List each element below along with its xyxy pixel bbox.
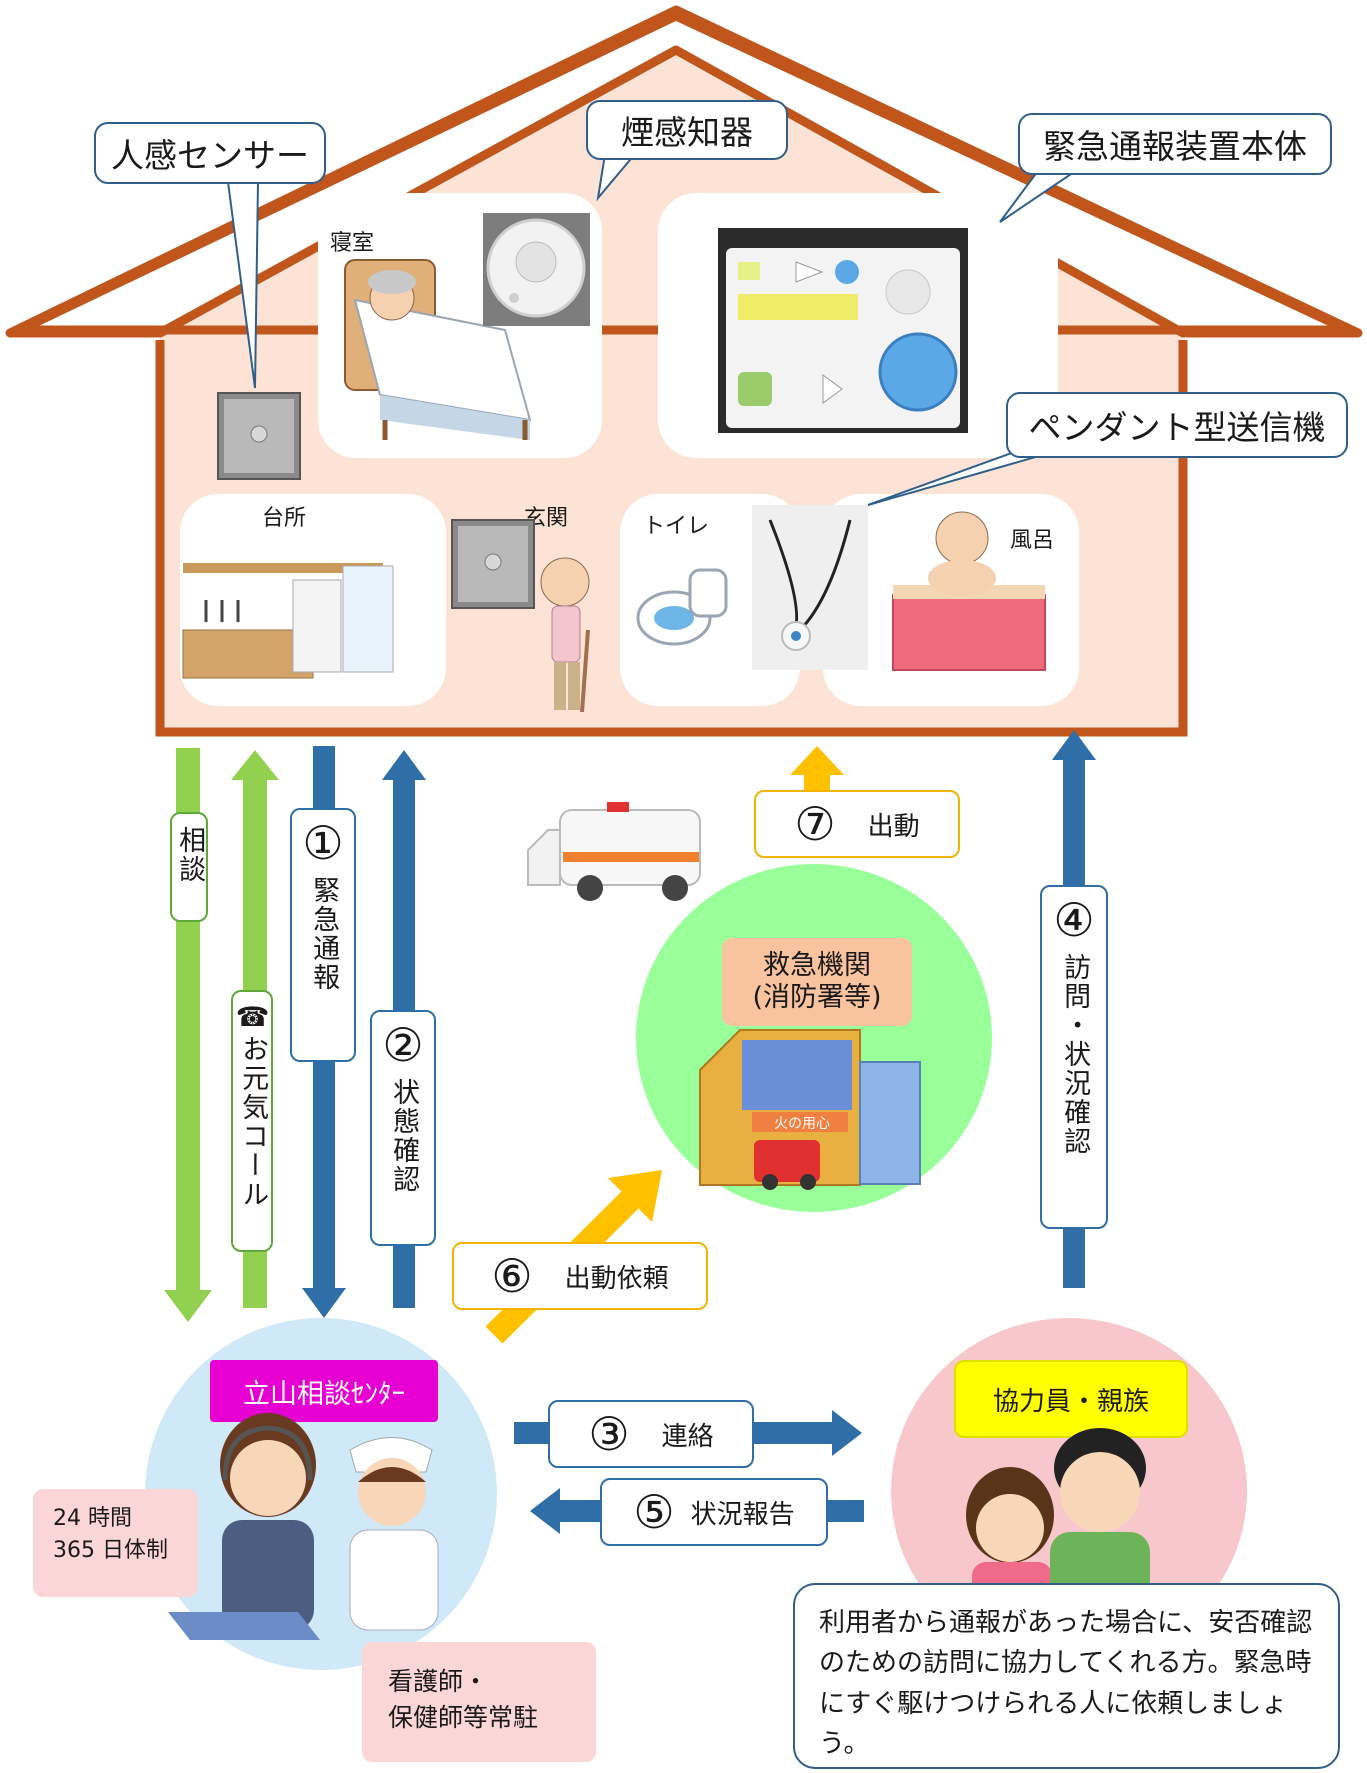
toilet-icon	[636, 568, 728, 646]
rescue-line2: (消防署等)	[752, 982, 882, 1013]
operator-icon	[168, 1413, 320, 1640]
entrance-sensor-icon	[451, 519, 535, 609]
elder-at-entrance-icon	[540, 557, 590, 713]
ambulance-icon	[527, 802, 701, 901]
fire-station-icon: 火の用心	[699, 1029, 921, 1190]
staff-line1: 看護師・	[388, 1667, 489, 1696]
helpers-note: 利用者から通報があった場合に、安否確認のための訪問に協力してくれる方。緊急時にす…	[793, 1583, 1340, 1769]
nurse-icon	[349, 1437, 439, 1631]
kitchen-illustration	[182, 563, 394, 679]
step5-label: ⑤ 状況報告	[600, 1478, 828, 1546]
genki-call-label: ☎お元気コール	[231, 990, 273, 1252]
bath-label: 風呂	[1010, 528, 1055, 553]
kitchen-label: 台所	[262, 506, 307, 531]
staff-line2: 保健師等常駐	[388, 1703, 539, 1733]
pendant-callout: ペンダント型送信機	[1006, 392, 1348, 458]
bed-with-elder-icon	[344, 259, 532, 440]
smoke-detector-icon	[483, 213, 590, 326]
step6-label: ⑥ 出動依頼	[452, 1242, 708, 1310]
bedroom-label: 寝室	[330, 231, 375, 256]
pendant-transmitter-icon	[752, 505, 868, 670]
hours-box: 24 時間 365 日体制	[33, 1489, 198, 1597]
motion-sensor-callout: 人感センサー	[94, 122, 326, 184]
hours-line1: 24 時間	[53, 1506, 132, 1531]
center-name-box: 立山相談ｾﾝﾀｰ	[210, 1360, 438, 1422]
emergency-device-icon	[718, 228, 968, 433]
step4-label: ④ 訪問・状況確認	[1040, 885, 1108, 1229]
rescue-title-box: 救急機関 (消防署等)	[722, 938, 912, 1026]
motion-sensor-icon	[217, 392, 301, 480]
staff-box: 看護師・ 保健師等常駐	[362, 1642, 596, 1762]
emergency-device-callout: 緊急通報装置本体	[1018, 113, 1332, 175]
step7-label: ⑦ 出動	[754, 790, 960, 858]
hours-line2: 365 日体制	[53, 1537, 168, 1563]
fire-sign-text: 火の用心	[774, 1116, 830, 1132]
step2-label: ② 状態確認	[370, 1010, 436, 1246]
step3-label: ③ 連絡	[548, 1400, 754, 1468]
toilet-label: トイレ	[643, 514, 710, 539]
smoke-detector-callout: 煙感知器	[586, 100, 788, 160]
helpers-name-box: 協力員・親族	[954, 1360, 1188, 1438]
bath-elder-icon	[892, 511, 1046, 671]
step1-label: ① 緊急通報	[290, 808, 356, 1062]
consult-label: 相談	[170, 812, 208, 922]
rescue-line1: 救急機関	[763, 949, 871, 981]
house-walls	[155, 340, 1188, 737]
